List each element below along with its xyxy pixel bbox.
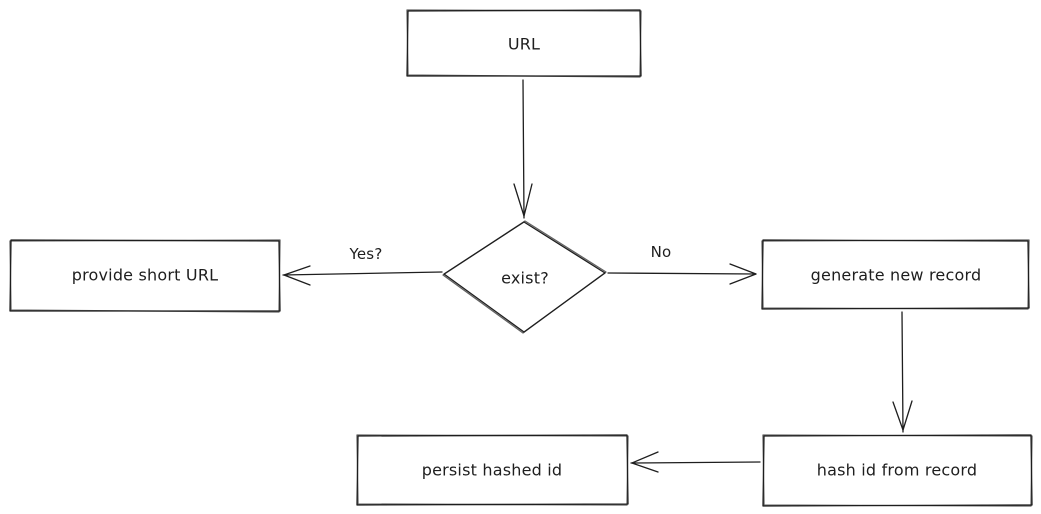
node-persist-label: persist hashed id bbox=[421, 460, 563, 480]
arrow-url-to-exist bbox=[513, 79, 533, 219]
node-hash-label: hash id from record bbox=[816, 460, 978, 480]
node-generate-label: generate new record bbox=[810, 265, 982, 285]
node-persist-box[interactable] bbox=[356, 434, 629, 506]
node-exist-diamond[interactable] bbox=[442, 220, 607, 334]
edge-yes-label: Yes? bbox=[349, 245, 383, 263]
node-hash-box[interactable] bbox=[762, 434, 1033, 507]
edge-no-label: No bbox=[650, 243, 672, 261]
node-provide-box[interactable] bbox=[9, 239, 281, 313]
node-generate-box[interactable] bbox=[761, 239, 1030, 310]
arrow-hash-to-persist bbox=[630, 451, 761, 473]
node-url-box[interactable] bbox=[406, 9, 642, 78]
node-exist-label: exist? bbox=[501, 268, 549, 288]
arrow-exist-to-provide bbox=[282, 265, 443, 286]
node-provide-label: provide short URL bbox=[71, 265, 219, 285]
arrow-generate-to-hash bbox=[892, 311, 913, 433]
arrow-exist-to-generate bbox=[607, 263, 757, 285]
node-url-label: URL bbox=[507, 34, 541, 54]
